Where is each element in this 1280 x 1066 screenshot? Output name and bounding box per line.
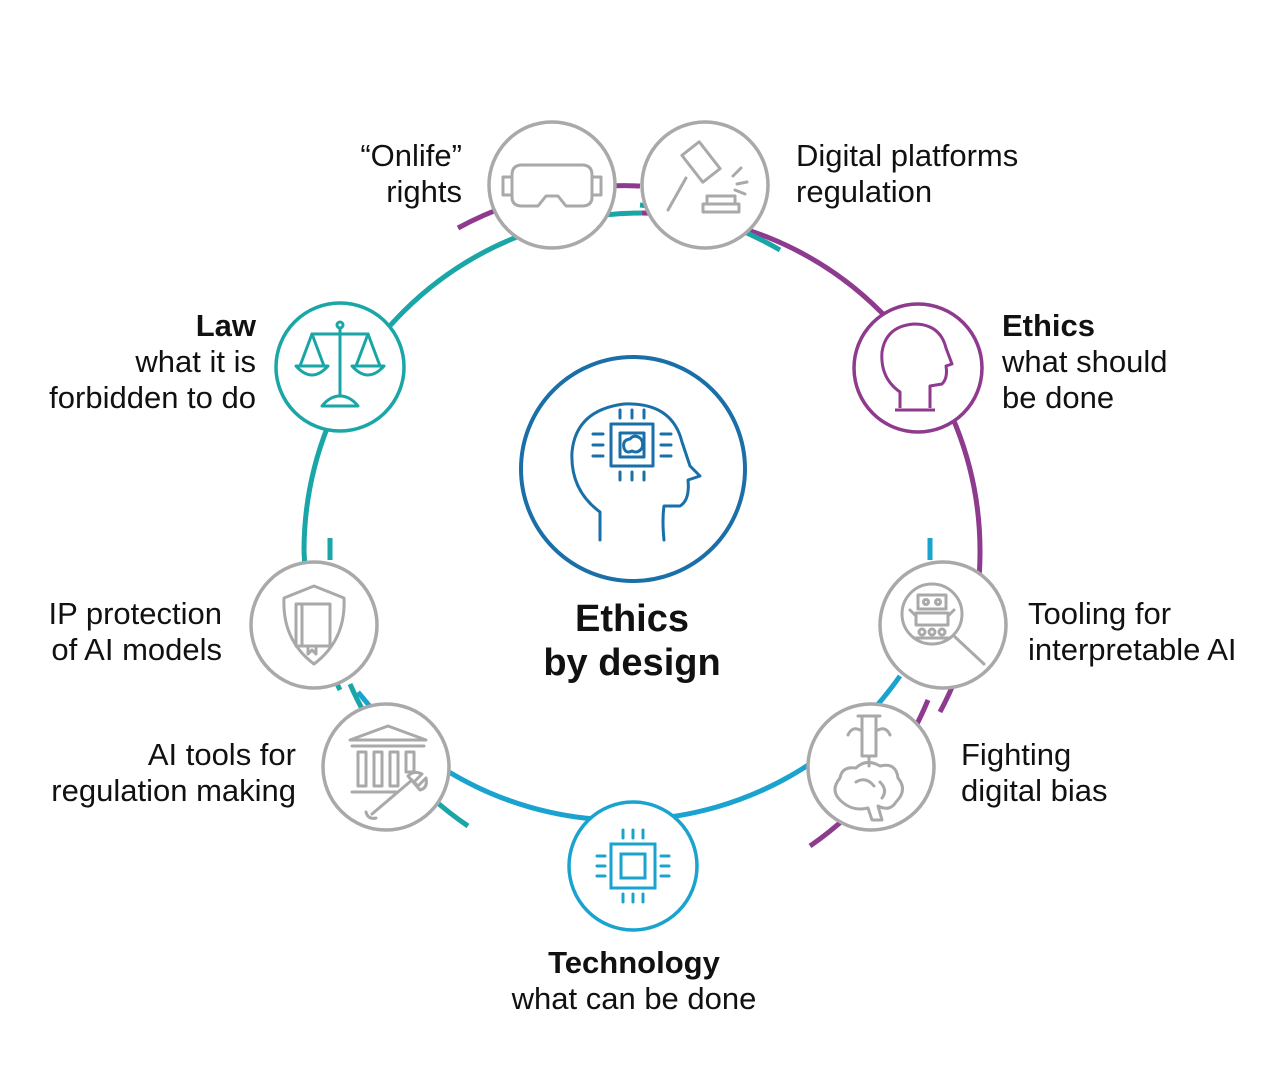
ethics-node-circle: [852, 302, 984, 434]
law-label: Law what it is forbidden to do: [0, 308, 256, 416]
vr-goggles-icon: [501, 163, 603, 208]
platforms-line2: regulation: [796, 174, 933, 209]
ethics-title: Ethics: [1002, 308, 1096, 343]
bias-label: Fighting digital bias: [961, 737, 1181, 809]
building-wrench-icon: [348, 724, 428, 820]
center-title-line2: by design: [543, 642, 721, 684]
law-title: Law: [195, 308, 256, 343]
ai-tools-line2: regulation making: [51, 773, 296, 808]
technology-node-circle: [567, 800, 699, 932]
ip-protection-label: IP protection of AI models: [0, 596, 222, 668]
scales-icon: [294, 320, 386, 408]
tooling-line1: Tooling for: [1028, 596, 1172, 631]
ip-line2: of AI models: [51, 632, 222, 667]
bias-node-circle: [806, 702, 936, 832]
head-outline-icon: [880, 322, 954, 412]
center-title-line1: Ethics: [574, 598, 690, 640]
tooling-line2: interpretable AI: [1028, 632, 1237, 667]
head-with-chip-icon: [570, 402, 702, 542]
onlife-line2: rights: [386, 174, 462, 209]
platforms-node-circle: [640, 120, 770, 250]
onlife-node-circle: [487, 120, 617, 250]
technology-label: Technology what can be done: [454, 945, 814, 1017]
center-circle: [519, 355, 747, 583]
ip-node-circle: [249, 560, 379, 690]
ip-line1: IP protection: [48, 596, 222, 631]
chip-icon: [595, 828, 671, 904]
ethics-line1: what should: [1002, 344, 1168, 379]
onlife-line1: “Onlife”: [360, 138, 462, 173]
robot-magnifier-icon: [900, 582, 986, 666]
tooling-label: Tooling for interpretable AI: [1028, 596, 1278, 668]
gavel-icon: [666, 140, 749, 214]
ethics-line2: be done: [1002, 380, 1115, 415]
law-line2: forbidden to do: [49, 380, 256, 415]
brain-pipette-icon: [833, 714, 904, 822]
onlife-rights-label: “Onlife” rights: [250, 138, 462, 210]
bias-line1: Fighting: [961, 737, 1072, 772]
technology-line1: what can be done: [511, 981, 757, 1016]
law-line1: what it is: [135, 344, 256, 379]
platforms-line1: Digital platforms: [796, 138, 1019, 173]
technology-title: Technology: [548, 945, 720, 980]
bias-line2: digital bias: [961, 773, 1108, 808]
ai-tools-line1: AI tools for: [147, 737, 296, 772]
ethics-label: Ethics what should be done: [1002, 308, 1242, 416]
ai-tools-node-circle: [321, 702, 451, 832]
center-title: Ethics by design: [482, 597, 782, 685]
ai-tools-label: AI tools for regulation making: [0, 737, 296, 809]
shield-book-icon: [282, 584, 346, 666]
platforms-regulation-label: Digital platforms regulation: [796, 138, 1096, 210]
